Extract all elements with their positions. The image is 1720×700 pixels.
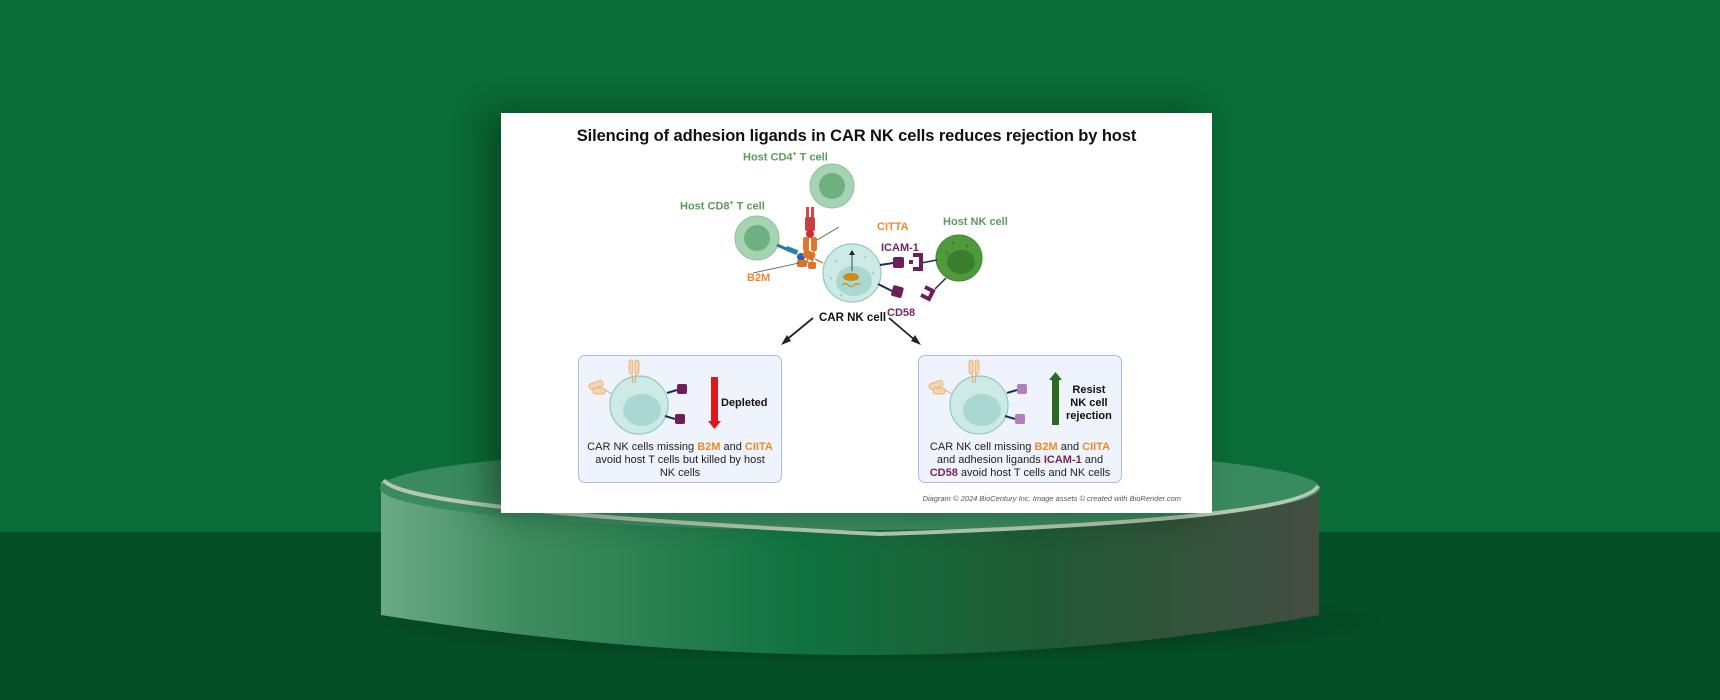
cd8-tcr-receptor [776, 243, 805, 261]
panel-depleted: Depleted CAR NK cells missing B2M and CI… [578, 355, 782, 483]
cd58-ligand-faded [1004, 414, 1025, 424]
panel-resist-illustration [928, 359, 1062, 435]
icam1-ligand-faded [1006, 384, 1027, 394]
car-nk-cell-small [949, 375, 1009, 435]
host-cd4-label: Host CD4+ T cell [743, 151, 828, 164]
cd58-ligand-small [664, 414, 685, 424]
depleted-label: Depleted [721, 397, 768, 409]
cd58-ligand [877, 283, 904, 298]
citta-pointer [816, 226, 840, 241]
host-cd8-label: Host CD8+ T cell [680, 200, 765, 213]
panel-resist-caption: CAR NK cell missing B2M and CIITA and ad… [929, 441, 1111, 479]
icam1-ligand [879, 257, 904, 268]
mhc-i-faded [588, 380, 613, 395]
car-nk-cell-small [609, 375, 669, 435]
b2m-label: B2M [747, 272, 771, 284]
arrow-to-panel-right [888, 317, 921, 345]
copyright-note: Diagram © 2024 BioCentury Inc. Image ass… [922, 494, 1181, 503]
mhc-ii-faded [628, 359, 640, 384]
icam1-label: ICAM-1 [881, 242, 919, 254]
host-nk-label: Host NK cell [943, 216, 1008, 228]
arrow-to-panel-left [781, 317, 814, 345]
cd2-receptor [920, 277, 947, 302]
cd58-label: CD58 [887, 307, 916, 319]
host-cd8-t-cell [734, 215, 780, 261]
mhc-i-b2m-molecule [797, 249, 824, 269]
host-nk-cell [935, 234, 983, 282]
pedestal-rim [382, 478, 1320, 537]
lfa1-receptor [909, 253, 938, 271]
arrow-down-icon [708, 377, 721, 429]
mhc-ii-faded [968, 359, 980, 384]
panel-depleted-illustration [588, 359, 721, 435]
diagram-illustration [734, 163, 983, 345]
icam1-ligand-small [666, 384, 687, 394]
panel-resist: Resist NK cell rejection CAR NK cell mis… [918, 355, 1122, 483]
diagram-card: Silencing of adhesion ligands in CAR NK … [501, 113, 1212, 513]
mhc-i-faded [928, 380, 953, 395]
b2m-pointer [752, 262, 800, 274]
panel-depleted-caption: CAR NK cells missing B2M and CIITA avoid… [587, 441, 773, 479]
host-cd4-t-cell [809, 163, 855, 209]
citta-label: CITTA [877, 221, 909, 233]
arrow-up-icon [1049, 372, 1062, 425]
cd4-tcr-receptor [805, 207, 815, 238]
resist-label: Resist NK cell rejection [1066, 384, 1112, 422]
car-nk-label: CAR NK cell [819, 312, 887, 324]
car-nk-cell [822, 243, 882, 303]
diagram-title: Silencing of adhesion ligands in CAR NK … [576, 127, 1137, 145]
